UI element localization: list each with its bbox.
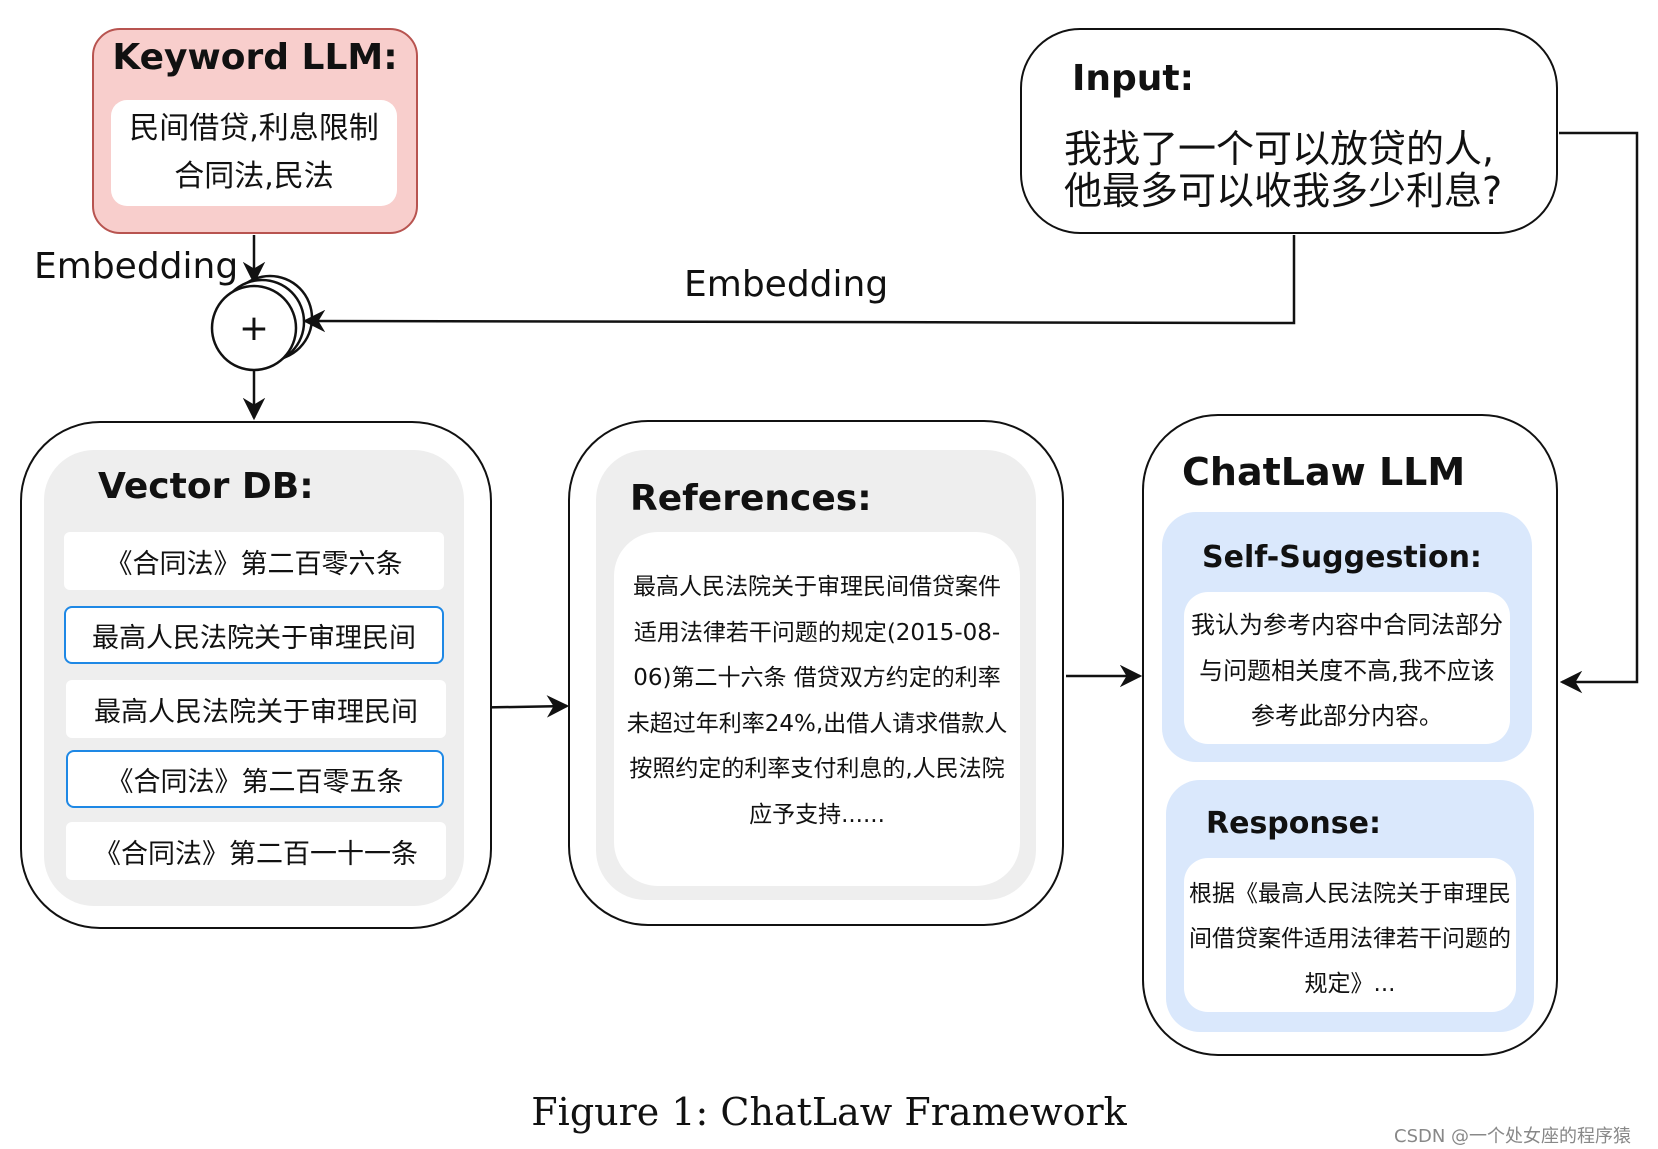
vector-db-item: 最高人民法院关于审理民间 [66,680,446,738]
self-suggestion-title: Self-Suggestion: [1202,540,1482,575]
figure-caption: Figure 1: ChatLaw Framework [531,1090,1127,1134]
response-text: 根据《最高人民法院关于审理民间借贷案件适用法律若干问题的规定》... [1189,881,1511,997]
keyword-line: 合同法,民法 [174,159,334,194]
input-query-line: 我找了一个可以放贷的人, [1064,127,1495,171]
input-title: Input: [1072,58,1195,99]
keyword-line: 民间借贷,利息限制 [129,111,379,146]
references-card [614,532,1020,886]
chatlaw-llm-title: ChatLaw LLM [1182,450,1466,494]
self-suggestion-card [1184,592,1510,744]
vector-db-item: 《合同法》第二百一十一条 [66,822,446,880]
watermark: CSDN @一个处女座的程序猿 [1394,1126,1632,1147]
self-suggestion-text: 我认为参考内容中合同法部分与问题相关度不高,我不应该参考此部分内容。 [1191,611,1503,730]
keyword-list: 民间借贷,利息限制 合同法,民法 [111,100,397,206]
input-query-line: 他最多可以收我多少利息? [1064,169,1503,213]
vector-db-item-selected: 《合同法》第二百零五条 [66,750,444,808]
response-title: Response: [1206,806,1381,841]
references-text: 最高人民法院关于审理民间借贷案件适用法律若干问题的规定(2015-08-06)第… [626,574,1008,828]
vector-db-item-selected: 最高人民法院关于审理民间 [64,606,444,664]
vector-db-title: Vector DB: [98,466,314,507]
keyword-llm-title: Keyword LLM: [112,36,398,78]
embedding-label-top: Embedding [684,264,889,305]
vector-db-item: 《合同法》第二百零六条 [64,532,444,590]
references-title: References: [630,478,872,519]
arrow-input-to-chatlaw [1559,131,1639,694]
input-box [1020,28,1558,234]
response-card [1184,858,1516,1012]
combiner-plus: + [238,307,270,349]
arrow-input-to-combiner [302,235,1296,333]
combiner-node [210,284,298,372]
embedding-label-left: Embedding [34,246,239,287]
